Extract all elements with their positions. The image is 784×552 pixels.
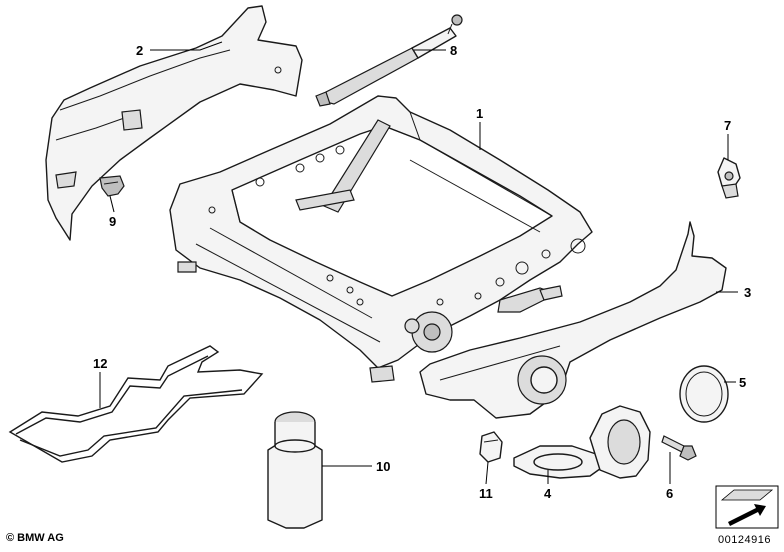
round-cap	[679, 365, 729, 423]
callout-5: 5	[739, 375, 746, 390]
callout-4: 4	[544, 486, 552, 501]
document-id: 00124916	[718, 534, 771, 546]
callout-6: 6	[666, 486, 673, 501]
gas-strut	[315, 14, 463, 107]
callout-11: 11	[479, 486, 493, 501]
lubricant-bottle	[267, 411, 323, 529]
seat-frame	[169, 95, 593, 383]
side-cover	[419, 221, 727, 419]
callout-8: 8	[450, 43, 457, 58]
clip-part	[99, 175, 125, 197]
callout-12: 12	[93, 356, 107, 371]
wire-frame	[8, 345, 264, 463]
grommet	[479, 431, 503, 463]
callout-9: 9	[109, 214, 116, 229]
plug-rivet	[717, 157, 741, 199]
trim-ring	[513, 405, 651, 479]
bolt	[661, 435, 697, 461]
callout-1: 1	[476, 106, 483, 121]
leader-lines	[99, 41, 738, 485]
callout-2: 2	[136, 43, 143, 58]
callout-10: 10	[376, 459, 390, 474]
copyright-brand: © BMW AG	[6, 532, 64, 544]
side-trim-panel	[45, 5, 303, 241]
callout-7: 7	[724, 118, 731, 133]
callout-3: 3	[744, 285, 751, 300]
orientation-symbol	[715, 485, 779, 529]
